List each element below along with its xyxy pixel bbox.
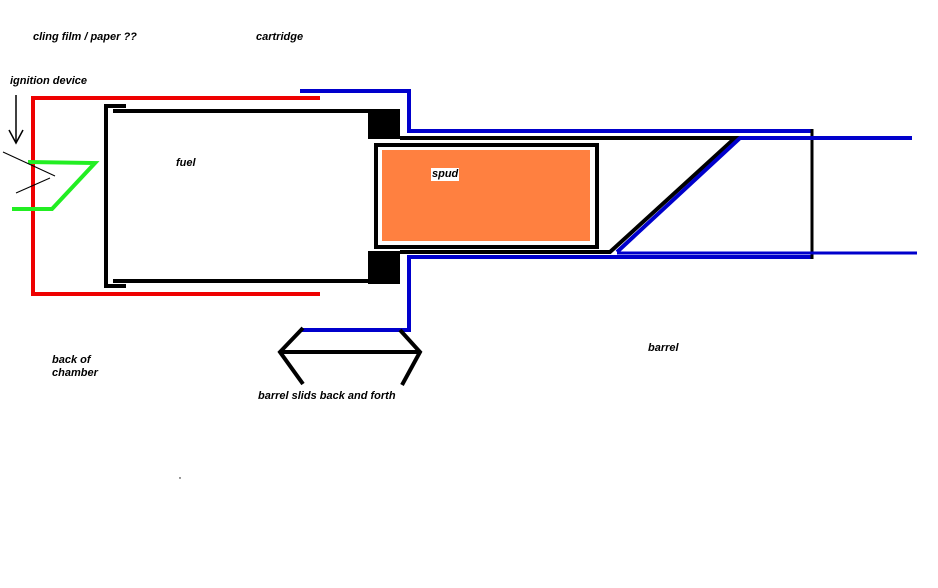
label-ignition-device: ignition device bbox=[10, 75, 88, 87]
down-arrow-icon bbox=[8, 95, 24, 145]
label-barrel-slides: barrel slids back and forth bbox=[258, 390, 396, 402]
spark-line bbox=[2, 151, 56, 177]
label-cartridge: cartridge bbox=[256, 31, 304, 43]
igniter bbox=[12, 160, 100, 211]
label-barrel: barrel bbox=[648, 342, 679, 354]
label-cling-film: cling film / paper ?? bbox=[33, 31, 137, 43]
spud bbox=[382, 150, 590, 241]
label-spud: spud bbox=[431, 168, 460, 181]
chamber-outline bbox=[31, 96, 320, 296]
cartridge-seal-top bbox=[368, 109, 400, 139]
double-arrow-icon bbox=[277, 326, 423, 386]
barrel-tube-top bbox=[615, 136, 912, 254]
stray-dot bbox=[179, 477, 181, 479]
label-back-of-chamber: back of chamber bbox=[52, 354, 98, 379]
barrel-sleeve-top bbox=[300, 89, 812, 133]
inner-barrel bbox=[400, 136, 741, 254]
barrel-sleeve-bottom bbox=[300, 255, 812, 332]
label-fuel: fuel bbox=[176, 157, 196, 169]
cartridge-seal-bottom bbox=[368, 251, 400, 284]
cartridge-back-bracket bbox=[104, 104, 126, 288]
spark-line bbox=[15, 177, 51, 194]
